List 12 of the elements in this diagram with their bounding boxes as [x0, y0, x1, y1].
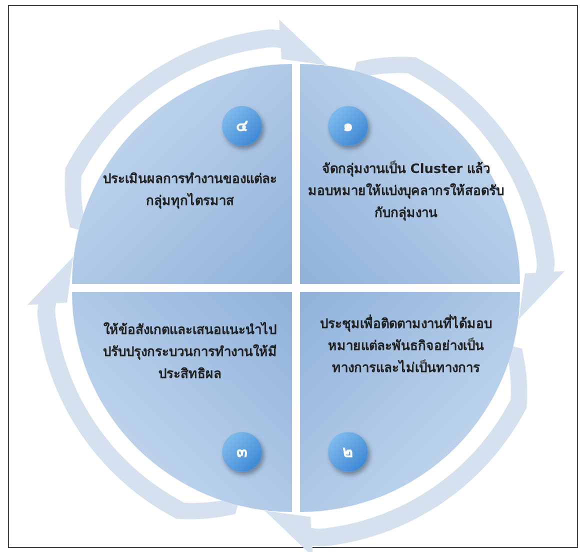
curved-arrow [27, 256, 240, 520]
step-text: ให้ข้อสังเกตและเสนอแนะนำไปปรับปรุงกระบวนการทำงานให้มีประสิทธิผล [102, 320, 278, 384]
step-text: ประเมินผลการทำงานของแต่ละกลุ่มทุกไตรมาส [102, 171, 278, 211]
number-badge: ๔ [222, 106, 262, 146]
curved-arrow [64, 19, 328, 232]
step-text: จัดกลุ่มงานเป็น Cluster แล้ว มอบหมายให้แบ่งบุคลากรให้สอดรับกับกลุ่มงาน [308, 160, 504, 223]
number-badge: ๑ [328, 106, 368, 146]
number-badge: ๒ [328, 432, 368, 472]
curved-arrow [352, 56, 565, 320]
step-text: ประชุมเพื่อติดตามงานที่ได้มอบหมายแต่ละพันธกิจอย่างเป็นทางการและไม่เป็นทางการ [308, 314, 504, 380]
curved-arrow [264, 344, 528, 552]
number-badge: ๓ [222, 432, 262, 472]
